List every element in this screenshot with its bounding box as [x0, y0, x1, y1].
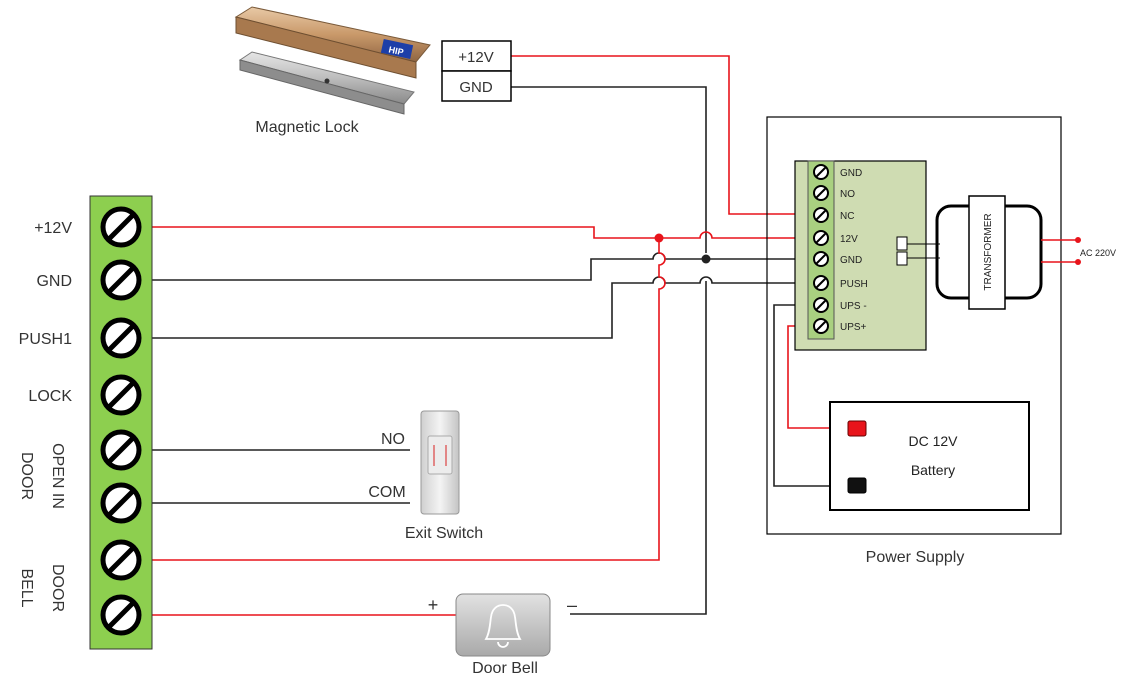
controller-screw	[100, 482, 142, 524]
lock-terminal-gnd-label: GND	[459, 79, 493, 96]
door-bell-plus-label: +	[428, 595, 439, 615]
psu-connector	[896, 251, 908, 266]
wire-gnd-bus-lower	[570, 281, 707, 615]
controller-screw	[100, 539, 142, 581]
psu-screws	[813, 164, 829, 334]
lock-terminal-12v	[441, 40, 512, 72]
battery	[829, 401, 1030, 511]
controller-group-door2: DOOR	[49, 564, 66, 612]
psu-connector	[896, 236, 908, 251]
wire-lock-12v	[511, 55, 810, 215]
psu-label-ups-minus: UPS -	[840, 301, 867, 312]
battery-terminal-positive	[847, 420, 867, 437]
wire-ctrl-gnd	[148, 252, 810, 281]
wires	[148, 55, 848, 616]
power-supply-label: Power Supply	[866, 549, 965, 566]
controller-group-open-in: OPEN IN	[49, 443, 66, 509]
controller-screw	[100, 374, 142, 416]
controller-label-lock: LOCK	[28, 388, 72, 405]
wire-ctrl-push	[148, 276, 810, 339]
magnetic-lock: HIP	[234, 6, 431, 115]
hip-logo-text: HIP	[388, 44, 405, 57]
psu-label-12v: 12V	[840, 234, 858, 245]
bell-icon	[484, 604, 522, 648]
exit-switch	[420, 410, 460, 515]
hip-logo	[380, 39, 414, 59]
ac-input-label: AC 220V	[1080, 248, 1116, 258]
transformer	[935, 195, 1043, 310]
lock-terminal-12v-label: +12V	[458, 49, 493, 66]
magnetic-lock-label: Magnetic Lock	[255, 119, 359, 136]
controller-group-door: DOOR	[18, 452, 35, 500]
controller-group-bell: BELL	[18, 568, 35, 607]
controller-label-push1: PUSH1	[19, 331, 72, 348]
controller-screw	[100, 429, 142, 471]
psu-label-no: NO	[840, 189, 855, 200]
exit-switch-label: Exit Switch	[405, 525, 483, 542]
battery-terminal-negative	[847, 477, 867, 494]
controller-screw	[100, 259, 142, 301]
psu-label-gnd2: GND	[840, 255, 862, 266]
battery-label-voltage: DC 12V	[908, 433, 958, 449]
exit-switch-com-label: COM	[368, 484, 405, 501]
junction-black	[701, 254, 711, 264]
controller-screw	[100, 317, 142, 359]
door-bell-label: Door Bell	[472, 660, 538, 677]
lock-terminal-gnd	[441, 70, 512, 102]
junction-red	[654, 233, 664, 243]
controller-terminal-block	[89, 195, 153, 650]
controller-screw	[100, 594, 142, 636]
psu-label-nc: NC	[840, 211, 854, 222]
psu-label-ups-plus: UPS+	[840, 322, 867, 333]
wire-ups-minus	[773, 304, 848, 487]
wire-lock-gnd	[511, 86, 707, 253]
psu-label-gnd: GND	[840, 168, 862, 179]
wire-ctrl-12v	[148, 226, 810, 239]
exit-switch-no-label: NO	[381, 431, 405, 448]
door-bell-minus-label: –	[567, 595, 577, 615]
psu-label-push: PUSH	[840, 279, 868, 290]
power-supply-enclosure	[766, 116, 1062, 535]
controller-screw	[100, 206, 142, 248]
transformer-label: TRANSFORMER	[983, 213, 994, 290]
door-bell	[455, 593, 551, 657]
battery-label-name: Battery	[911, 462, 955, 478]
controller-label-gnd: GND	[36, 273, 72, 290]
wire-red-bell	[148, 238, 666, 561]
controller-label-12v: +12V	[34, 220, 72, 237]
